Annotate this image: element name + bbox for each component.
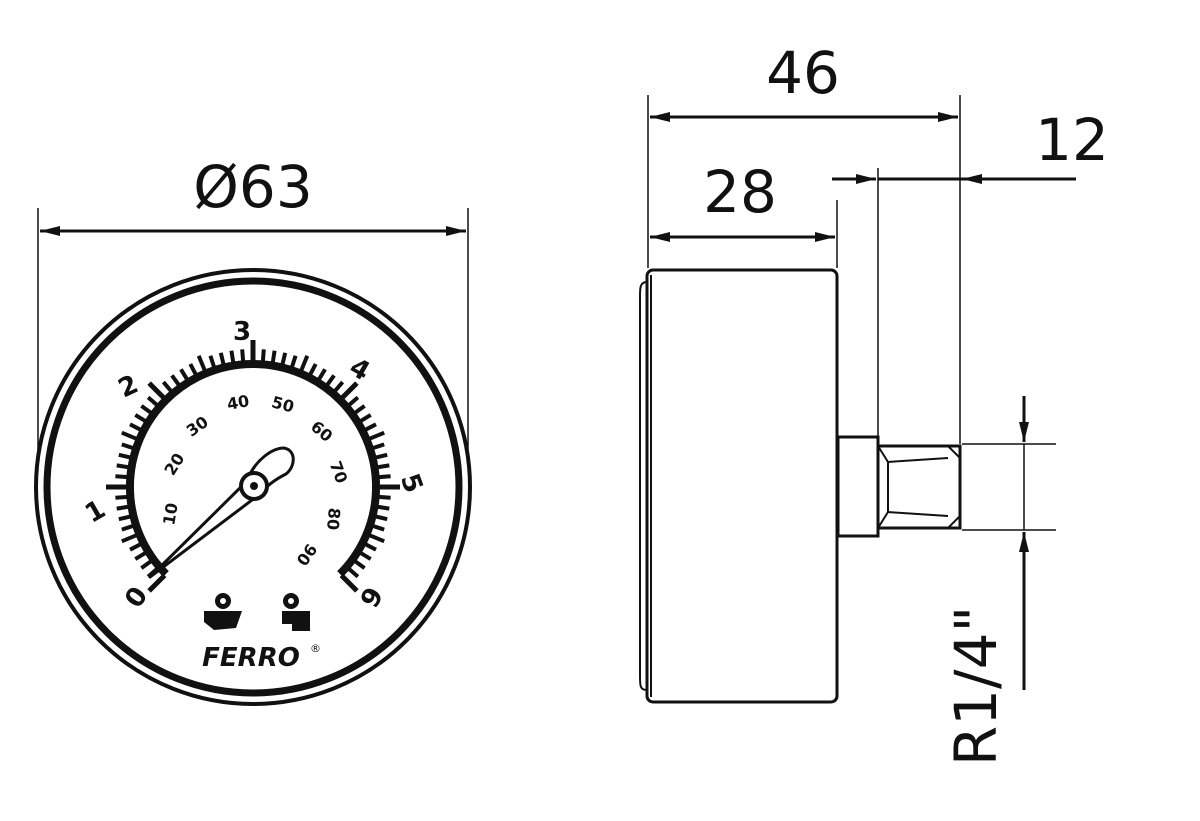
minor-tick bbox=[208, 355, 217, 369]
bar-label-1: 1 bbox=[80, 494, 111, 529]
minor-tick bbox=[121, 442, 135, 451]
minor-tick bbox=[134, 413, 148, 424]
minor-tick bbox=[121, 532, 139, 544]
gauge-bezel-inner bbox=[43, 277, 463, 697]
minor-tick bbox=[121, 430, 139, 442]
bar-label-6: 6 bbox=[353, 581, 388, 612]
percent-label-70: 70 bbox=[326, 458, 351, 485]
certification-mark-left-icon bbox=[204, 593, 242, 630]
minor-tick bbox=[346, 566, 360, 579]
brand-logo: FERRO ® bbox=[202, 642, 321, 673]
minor-tick bbox=[196, 355, 208, 373]
minor-tick bbox=[118, 452, 132, 460]
minor-tick bbox=[376, 504, 390, 511]
major-tick bbox=[339, 381, 359, 401]
percent-label-90: 90 bbox=[292, 540, 320, 569]
side-view: 46 28 12 R1/4" bbox=[639, 39, 1109, 766]
minor-tick bbox=[161, 380, 174, 394]
percent-label-80: 80 bbox=[323, 507, 344, 531]
minor-tick bbox=[260, 349, 266, 363]
minor-tick bbox=[376, 463, 390, 470]
gauge-case bbox=[645, 268, 839, 704]
bar-label-3: 3 bbox=[233, 317, 251, 347]
major-tick bbox=[147, 573, 167, 593]
connector-chamfer bbox=[877, 445, 961, 529]
minor-tick bbox=[377, 474, 391, 480]
certification-mark-right-icon bbox=[282, 593, 310, 631]
thread-label: R1/4" bbox=[942, 606, 1010, 766]
minor-tick bbox=[346, 395, 360, 408]
percent-label-20: 20 bbox=[160, 450, 188, 479]
bar-label-5: 5 bbox=[394, 470, 428, 497]
needle-hub-center bbox=[250, 482, 258, 490]
percent-label-30: 30 bbox=[183, 412, 212, 440]
minor-tick bbox=[307, 363, 318, 377]
connector-thread bbox=[876, 444, 962, 530]
minor-tick bbox=[218, 352, 226, 366]
minor-tick bbox=[324, 374, 336, 388]
minor-tick bbox=[115, 474, 129, 480]
minor-tick bbox=[270, 350, 277, 364]
percent-label-60: 60 bbox=[307, 417, 336, 446]
overall-depth-label: 46 bbox=[766, 39, 840, 107]
minor-tick bbox=[367, 430, 385, 442]
minor-tick bbox=[121, 523, 135, 532]
bar-label-4: 4 bbox=[344, 352, 375, 387]
minor-tick bbox=[289, 355, 298, 369]
minor-tick bbox=[352, 404, 366, 416]
major-tick bbox=[147, 381, 167, 401]
dial-ticks bbox=[106, 340, 400, 593]
gauge-bezel-outer bbox=[34, 268, 472, 706]
connector-length-label: 12 bbox=[1035, 106, 1109, 174]
minor-tick bbox=[352, 558, 366, 570]
minor-tick bbox=[374, 452, 388, 460]
minor-tick bbox=[280, 352, 288, 366]
minor-tick bbox=[129, 541, 143, 552]
threaded-connector bbox=[836, 435, 962, 538]
minor-tick bbox=[358, 413, 372, 424]
minor-tick bbox=[179, 368, 190, 382]
minor-tick bbox=[229, 350, 236, 364]
minor-tick bbox=[371, 442, 385, 451]
case-depth-label: 28 bbox=[703, 158, 777, 226]
case-glass-edge bbox=[639, 281, 648, 691]
front-view: Ø63 0 1 2 3 4 5 6 10 20 30 40 50 60 70 8… bbox=[34, 153, 472, 706]
brand-registered-mark: ® bbox=[310, 642, 321, 655]
minor-tick bbox=[170, 374, 182, 388]
dial-scale-arc bbox=[126, 360, 380, 577]
gauge-needle bbox=[148, 446, 295, 579]
minor-tick bbox=[240, 349, 246, 363]
minor-tick bbox=[146, 395, 160, 408]
minor-tick bbox=[115, 494, 129, 500]
minor-tick bbox=[129, 422, 143, 433]
diameter-label: Ø63 bbox=[193, 153, 312, 221]
minor-tick bbox=[363, 422, 377, 433]
minor-tick bbox=[332, 380, 345, 394]
minor-tick bbox=[140, 558, 154, 570]
minor-tick bbox=[118, 514, 132, 522]
minor-tick bbox=[377, 494, 391, 500]
major-tick bbox=[339, 573, 359, 593]
minor-tick bbox=[140, 404, 154, 416]
minor-tick bbox=[367, 532, 385, 544]
minor-tick bbox=[371, 523, 385, 532]
minor-tick bbox=[363, 541, 377, 552]
brand-name: FERRO bbox=[202, 643, 300, 673]
minor-tick bbox=[358, 550, 372, 561]
minor-tick bbox=[374, 514, 388, 522]
percent-label-40: 40 bbox=[225, 391, 250, 414]
minor-tick bbox=[316, 368, 327, 382]
connector-hex bbox=[836, 435, 880, 538]
percent-label-50: 50 bbox=[270, 392, 296, 416]
percent-label-10: 10 bbox=[159, 501, 182, 526]
bar-label-0: 0 bbox=[119, 582, 154, 614]
minor-tick bbox=[134, 550, 148, 561]
bar-label-2: 2 bbox=[114, 369, 143, 404]
minor-tick bbox=[116, 504, 130, 511]
minor-tick bbox=[298, 355, 310, 373]
minor-tick bbox=[116, 463, 130, 470]
minor-tick bbox=[188, 363, 199, 377]
